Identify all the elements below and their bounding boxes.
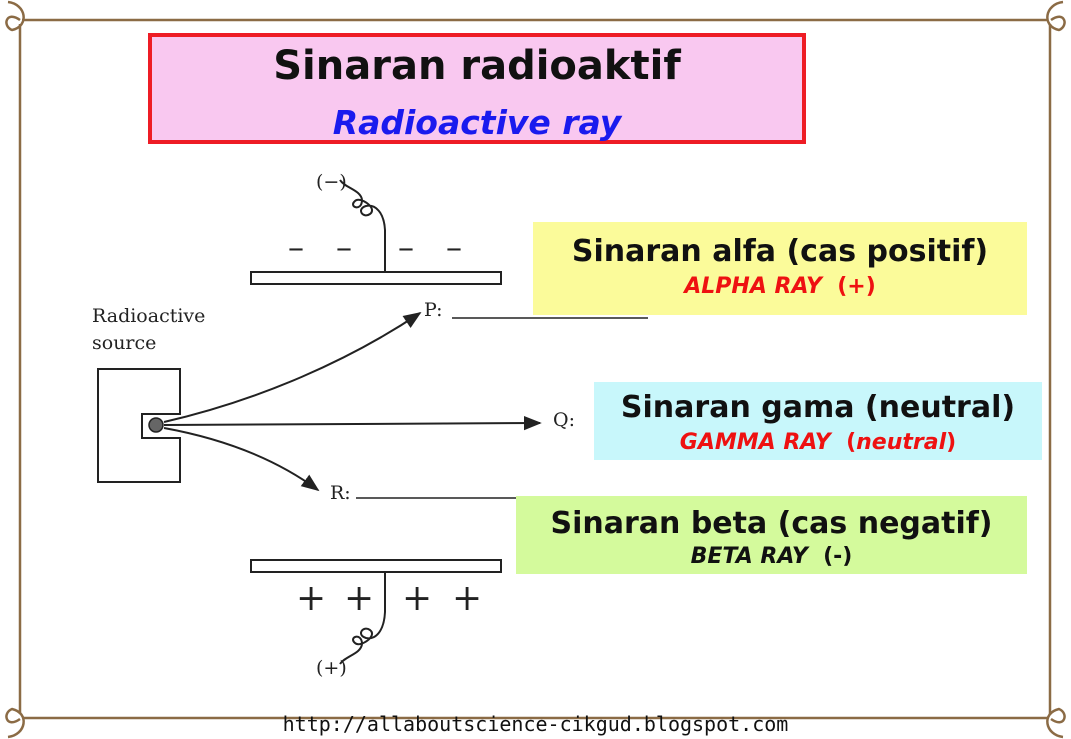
positive-charge-signs: + + + + [296, 578, 482, 619]
positive-wire [339, 572, 386, 665]
negative-charge-signs: – – – – [288, 228, 462, 266]
corner-curl-top-right [1046, 0, 1066, 32]
svg-text:–: – [398, 228, 414, 266]
ray-p-arrow [163, 311, 422, 423]
radioactive-sample [148, 417, 164, 433]
gamma-ray-charge: neutral [856, 430, 947, 455]
beta-ray-title: Sinaran beta (cas negatif) [550, 506, 993, 541]
positive-terminal-label: (+) [316, 657, 347, 679]
svg-text:–: – [336, 228, 352, 266]
svg-text:–: – [288, 228, 304, 266]
page-title: Sinaran radioaktif [273, 43, 681, 89]
gamma-ray-label-box: Sinaran gama (neutral) GAMMA RAY (neutra… [594, 382, 1042, 460]
beta-ray-english: BETA RAY (-) [516, 544, 1027, 569]
negative-plate [250, 271, 502, 285]
corner-curl-top-left [5, 0, 25, 32]
svg-text:+: + [452, 578, 482, 619]
corner-curl-bottom-right [1046, 707, 1066, 739]
ray-q-arrow [163, 415, 542, 431]
corner-curl-bottom-left [5, 707, 25, 739]
beta-ray-label-box: Sinaran beta (cas negatif) BETA RAY (-) [516, 496, 1027, 574]
positive-plate [250, 559, 502, 573]
page-subtitle: Radioactive ray [332, 103, 622, 142]
svg-text:–: – [446, 228, 462, 266]
ray-r-arrow [163, 427, 320, 492]
alpha-ray-charge: (+) [837, 274, 876, 299]
alpha-ray-label-box: Sinaran alfa (cas positif) ALPHA RAY (+) [533, 222, 1027, 315]
gamma-ray-title: Sinaran gama (neutral) [620, 390, 1016, 425]
lead-block [97, 368, 181, 483]
gamma-ray-name: GAMMA RAY [679, 430, 831, 455]
gamma-ray-charge-open: ( [846, 430, 857, 455]
svg-text:+: + [344, 578, 374, 619]
source-label-line2: source [92, 332, 156, 354]
title-box: Sinaran radioaktif Radioactive ray [148, 33, 806, 144]
gamma-ray-english: GAMMA RAY (neutral) [594, 430, 1042, 455]
gamma-ray-charge-close: ) [946, 430, 957, 455]
source-url: http://allaboutscience-cikgud.blogspot.c… [282, 712, 789, 736]
source-label-line1: Radioactive [92, 305, 205, 327]
alpha-ray-title: Sinaran alfa (cas positif) [571, 234, 989, 269]
beta-ray-charge: (-) [823, 544, 853, 569]
svg-text:+: + [296, 578, 326, 619]
alpha-ray-name: ALPHA RAY [684, 274, 822, 299]
negative-terminal-label: (−) [316, 171, 347, 193]
svg-text:+: + [402, 578, 432, 619]
ray-p-label: P: [424, 299, 443, 321]
ray-r-label: R: [330, 482, 351, 504]
negative-wire [339, 179, 386, 272]
ray-q-label: Q: [553, 409, 575, 431]
alpha-ray-english: ALPHA RAY (+) [533, 274, 1027, 299]
beta-ray-name: BETA RAY [690, 544, 808, 569]
